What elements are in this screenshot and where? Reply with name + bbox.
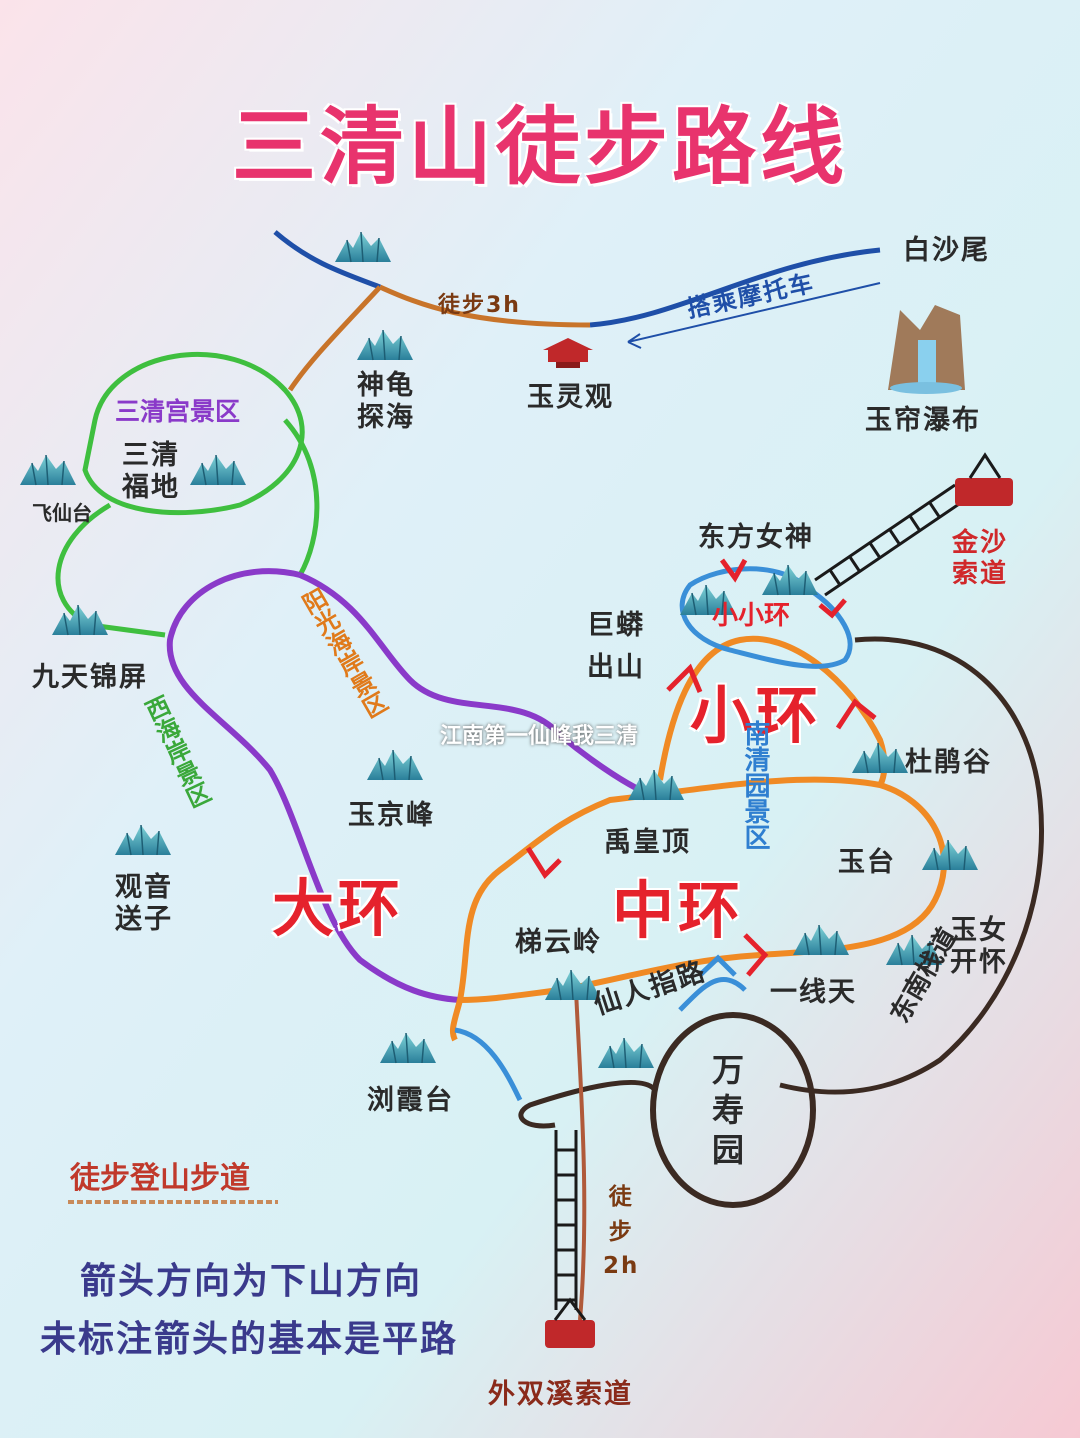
arrow-blue	[698, 954, 737, 977]
label-yunv-kaihuai: 玉女 开怀	[950, 915, 1008, 980]
jinsha-cable-car	[955, 478, 1013, 506]
label-dongfang-nvshen: 东方女神	[698, 522, 814, 553]
label-line: 三清	[122, 440, 180, 471]
blue-link-right	[678, 977, 747, 1012]
motorbike-arrow	[627, 282, 881, 343]
mountain-icon	[379, 1032, 437, 1064]
label-jinsha-cableway: 金沙 索道	[952, 528, 1008, 590]
label-shengui-tanhai: 神龟 探海	[357, 370, 415, 435]
label-sanqing-fudi: 三清 福地	[122, 440, 180, 505]
mountain-icon	[356, 329, 414, 361]
blue-link-left	[454, 1027, 523, 1102]
mountain-icon	[921, 839, 979, 871]
label-line: 寿	[712, 1091, 747, 1129]
arrow-small-2	[835, 698, 877, 730]
label-yuhuangding: 禹皇顶	[604, 827, 691, 858]
label-feixiantai: 飞仙台	[32, 501, 92, 525]
label-yulingguan: 玉灵观	[527, 382, 614, 413]
loop-outer-brown	[779, 636, 1045, 1095]
label-jiutian-jinping: 九天锦屏	[32, 662, 148, 693]
mountain-icon	[114, 824, 172, 856]
label-line: 探海	[357, 402, 415, 434]
legend-label: 徒步登山步道	[70, 1161, 250, 1196]
note-line-2: 未标注箭头的基本是平路	[40, 1319, 459, 1360]
arrow-tiny-1	[719, 558, 748, 583]
label-yujingfeng: 玉京峰	[348, 800, 435, 831]
zone-nanqingyuan: 南清园景区	[740, 720, 770, 850]
mountain-icon	[627, 769, 685, 801]
note-line-1: 箭头方向为下山方向	[80, 1261, 423, 1302]
trail-walk-3h	[378, 284, 591, 328]
label-line: 徒	[608, 1184, 634, 1210]
mountain-icon	[51, 604, 109, 636]
label-line: 索道	[952, 559, 1009, 590]
label-wanshouyuan: 万 寿 园	[712, 1050, 746, 1170]
label-line: 步	[608, 1218, 634, 1245]
mountain-icon	[792, 924, 850, 956]
label-tiyunling: 梯云岭	[515, 927, 602, 958]
waishuangxi-ladder	[554, 1130, 578, 1310]
label-yixiantian: 一线天	[770, 977, 857, 1008]
label-line: 金沙	[952, 528, 1009, 558]
label-yulian-pubu: 玉帘瀑布	[865, 405, 981, 436]
label-yutai: 玉台	[838, 847, 896, 878]
green-loop-upper	[82, 351, 305, 516]
label-line: 福地	[122, 472, 180, 504]
mountain-icon	[334, 231, 392, 263]
label-dujuangu: 杜鹃谷	[905, 747, 992, 778]
arrow-small-1	[666, 663, 703, 693]
wanshouyuan-circle	[650, 1012, 816, 1208]
label-line: 玉女	[950, 915, 1008, 946]
label-line: 万	[712, 1051, 747, 1089]
label-walk-2h: 徒 步 2h	[603, 1180, 639, 1284]
arrow-mid-2	[743, 933, 769, 977]
trail-walk-2h	[574, 989, 587, 1321]
loop-tiny-label: 小小环	[712, 601, 791, 631]
page-title: 三清山徒步路线	[231, 98, 848, 196]
label-liuxiatai: 浏霞台	[367, 1085, 454, 1116]
label-line: 观音	[115, 872, 173, 903]
label-baishawei: 白沙尾	[903, 235, 990, 266]
wanshouyuan-link	[518, 1080, 657, 1129]
yulingguan-temple-icon	[543, 338, 593, 368]
label-jumang-chushan: 巨蟒 出山	[587, 605, 645, 689]
label-walk-3h: 徒步3h	[438, 293, 521, 318]
mountain-icon	[597, 1037, 655, 1069]
label-line: 送子	[115, 904, 173, 936]
label-waishuangxi-cableway: 外双溪索道	[488, 1379, 633, 1410]
loop-big-label: 大环	[272, 872, 405, 945]
label-line: 神龟	[357, 370, 415, 401]
loop-big-purple	[166, 568, 461, 1003]
arrow-mid-1	[525, 846, 562, 879]
yulian-waterfall-icon	[888, 305, 965, 394]
loop-mid-orange	[456, 776, 947, 1004]
label-guanyin-songzi: 观音 送子	[115, 872, 173, 937]
loop-tiny-blue	[679, 566, 853, 669]
overlay-slogan: 江南第一仙峰我三清	[440, 724, 639, 749]
loop-small-label: 小环	[690, 679, 823, 752]
mountain-icon	[189, 454, 247, 486]
mountain-icon	[366, 749, 424, 781]
waishuangxi-cable-car	[545, 1320, 595, 1348]
loop-big-purple-upper	[298, 572, 642, 793]
zone-sanqinggong: 三清宫景区	[115, 397, 241, 426]
arrow-tiny-2	[818, 598, 847, 619]
label-line: 开怀	[950, 947, 1008, 979]
label-line: 园	[712, 1131, 747, 1169]
road-top-left	[273, 230, 381, 290]
road-top-right	[589, 247, 881, 328]
mountain-icon	[19, 454, 77, 486]
jinsha-cableway-ladder	[814, 483, 966, 597]
label-line: 出山	[587, 651, 645, 683]
loop-middle-label: 中环	[612, 874, 745, 947]
mountain-icon	[851, 742, 909, 774]
trail-to-shengui	[287, 285, 382, 392]
loop-mid-orange-tail	[449, 999, 463, 1042]
label-line: 巨蟒	[587, 610, 645, 641]
label-line: 2h	[603, 1253, 640, 1279]
